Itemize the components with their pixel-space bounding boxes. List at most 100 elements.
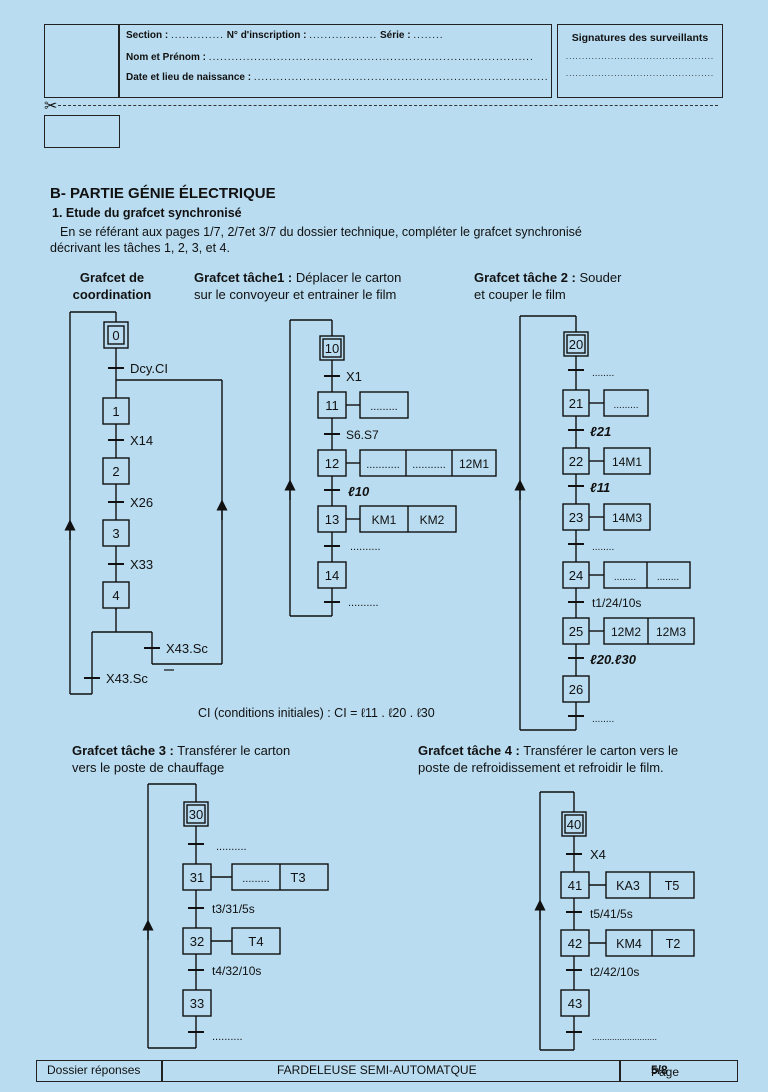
action-31-dots: ......... [242, 873, 270, 885]
action-km4: KM4 [616, 937, 642, 951]
transition-23-dots: ........ [592, 542, 614, 553]
action-22[interactable] [603, 447, 651, 475]
transition-x26: X26 [130, 495, 153, 510]
step-41-label: 41 [568, 878, 582, 893]
footer: Dossier réponses FARDELEUSE SEMI-AUTOMAT… [36, 1060, 738, 1082]
step-40[interactable] [561, 811, 587, 837]
step-24[interactable] [562, 561, 590, 589]
step-4-label: 4 [112, 588, 119, 603]
instruction-line-1: En se référant aux pages 1/7, 2/7et 3/7 … [60, 225, 582, 239]
step-43[interactable] [560, 989, 590, 1017]
instruction-line-2: décrivant les tâches 1, 2, 3, et 4. [50, 241, 230, 255]
step-30[interactable] [183, 801, 209, 827]
signature-dots-1: ........................................… [565, 52, 715, 61]
action-t5: T5 [665, 879, 680, 893]
action-14m3: 14M3 [612, 511, 642, 525]
footer-page: Page 5/8 [651, 1063, 680, 1079]
action-12m2: 12M2 [611, 625, 641, 639]
section-title: B- PARTIE GÉNIE ÉLECTRIQUE [50, 185, 276, 202]
transition-13-dots: .......... [350, 541, 381, 553]
step-3-label: 3 [112, 526, 119, 541]
subsection-title: 1. Etude du grafcet synchronisé [52, 206, 242, 220]
step-20-label: 20 [569, 337, 583, 352]
step-3[interactable] [102, 519, 130, 547]
photo-box [44, 24, 120, 98]
transition-x1: X1 [346, 369, 362, 384]
footer-center: FARDELEUSE SEMI-AUTOMATQUE [277, 1063, 477, 1077]
step-0-inner [107, 325, 125, 345]
step-33-label: 33 [190, 996, 204, 1011]
action-12m3: 12M3 [656, 625, 686, 639]
action-11[interactable] [359, 391, 409, 419]
step-10-label: 10 [325, 341, 339, 356]
transition-dcy-ci: Dcy.CI [130, 361, 168, 376]
transition-t2-42-10s: t2/42/10s [590, 965, 639, 979]
transition-l21: ℓ21 [590, 424, 611, 439]
transition-43-dots: .......................... [592, 1032, 657, 1042]
step-42[interactable] [560, 929, 590, 957]
transition-26-dots: ........ [592, 714, 614, 725]
step-4[interactable] [102, 581, 130, 609]
step-26[interactable] [562, 675, 590, 703]
student-info-box [118, 24, 552, 98]
step-11[interactable] [317, 391, 347, 419]
step-23-label: 23 [569, 510, 583, 525]
step-10[interactable] [319, 335, 345, 361]
heading-task2: Grafcet tâche 2 : Souder et couper le fi… [474, 270, 622, 302]
action-23[interactable] [603, 503, 651, 531]
step-21-label: 21 [569, 396, 583, 411]
code-box [44, 115, 120, 148]
step-2-label: 2 [112, 464, 119, 479]
task1-grafcet: 10 X1 11 ......... S6.S7 12 ........... … [284, 319, 497, 617]
transition-33-dots: .......... [212, 1031, 243, 1043]
action-32[interactable] [231, 927, 281, 955]
signatures-box: Signatures des surveillants ............… [557, 24, 723, 98]
step-43-label: 43 [568, 996, 582, 1011]
birth-field: Date et lieu de naissance : ............… [126, 72, 549, 83]
step-1[interactable] [102, 397, 130, 425]
transition-14-dots: .......... [348, 597, 379, 609]
signatures-label: Signatures des surveillants [571, 32, 709, 44]
action-12[interactable] [359, 449, 497, 477]
step-11-label: 11 [325, 398, 339, 413]
step-13-label: 13 [325, 512, 339, 527]
step-14-label: 14 [325, 568, 339, 583]
task4-grafcet: 40 X4 41 KA3 T5 t5/41/5s 42 KM4 T2 t2/42… [534, 791, 695, 1051]
transition-s6-s7: S6.S7 [346, 428, 379, 442]
cut-line [58, 105, 718, 106]
step-23[interactable] [562, 503, 590, 531]
transition-l10: ℓ10 [348, 484, 370, 499]
heading-task1: Grafcet tâche1 : Déplacer le carton sur … [194, 270, 402, 302]
section-field: Section : .............. N° d'inscriptio… [126, 30, 444, 41]
step-12-label: 12 [325, 456, 339, 471]
transition-t5-41-5s: t5/41/5s [590, 907, 633, 921]
action-42[interactable] [605, 929, 695, 957]
step-2[interactable] [102, 457, 130, 485]
step-31-label: 31 [190, 870, 204, 885]
action-25[interactable] [603, 617, 695, 645]
action-24-dots-1: ........ [614, 572, 636, 583]
action-21[interactable] [603, 389, 649, 417]
scissors-icon: ✂ [44, 98, 58, 115]
step-14[interactable] [317, 561, 347, 589]
step-24-label: 24 [569, 568, 583, 583]
transition-x14: X14 [130, 433, 153, 448]
action-km2: KM2 [420, 513, 445, 527]
action-12m1: 12M1 [459, 457, 489, 471]
step-25-label: 25 [569, 624, 583, 639]
heading-task3: Grafcet tâche 3 : Transférer le carton v… [72, 743, 291, 775]
coordination-grafcet: 0 1 2 3 4 Dcy.CI X14 X26 X33 X43.Sc X43.… [64, 311, 228, 695]
footer-left: Dossier réponses [47, 1063, 141, 1077]
transition-x4: X4 [590, 847, 606, 862]
transition-t1-24-10s: t1/24/10s [592, 596, 641, 610]
step-30-label: 30 [189, 807, 203, 822]
task2-grafcet: 20 ........ 21 ......... ℓ21 22 14M1 ℓ11… [514, 315, 695, 731]
step-20[interactable] [563, 331, 589, 357]
task3-grafcet: 30 .......... 31 ......... T3 t3/31/5s 3… [142, 783, 329, 1049]
step-33[interactable] [182, 989, 212, 1017]
step-25[interactable] [562, 617, 590, 645]
transition-x43-sc: X43.Sc [166, 641, 208, 656]
step-41[interactable] [560, 871, 590, 899]
